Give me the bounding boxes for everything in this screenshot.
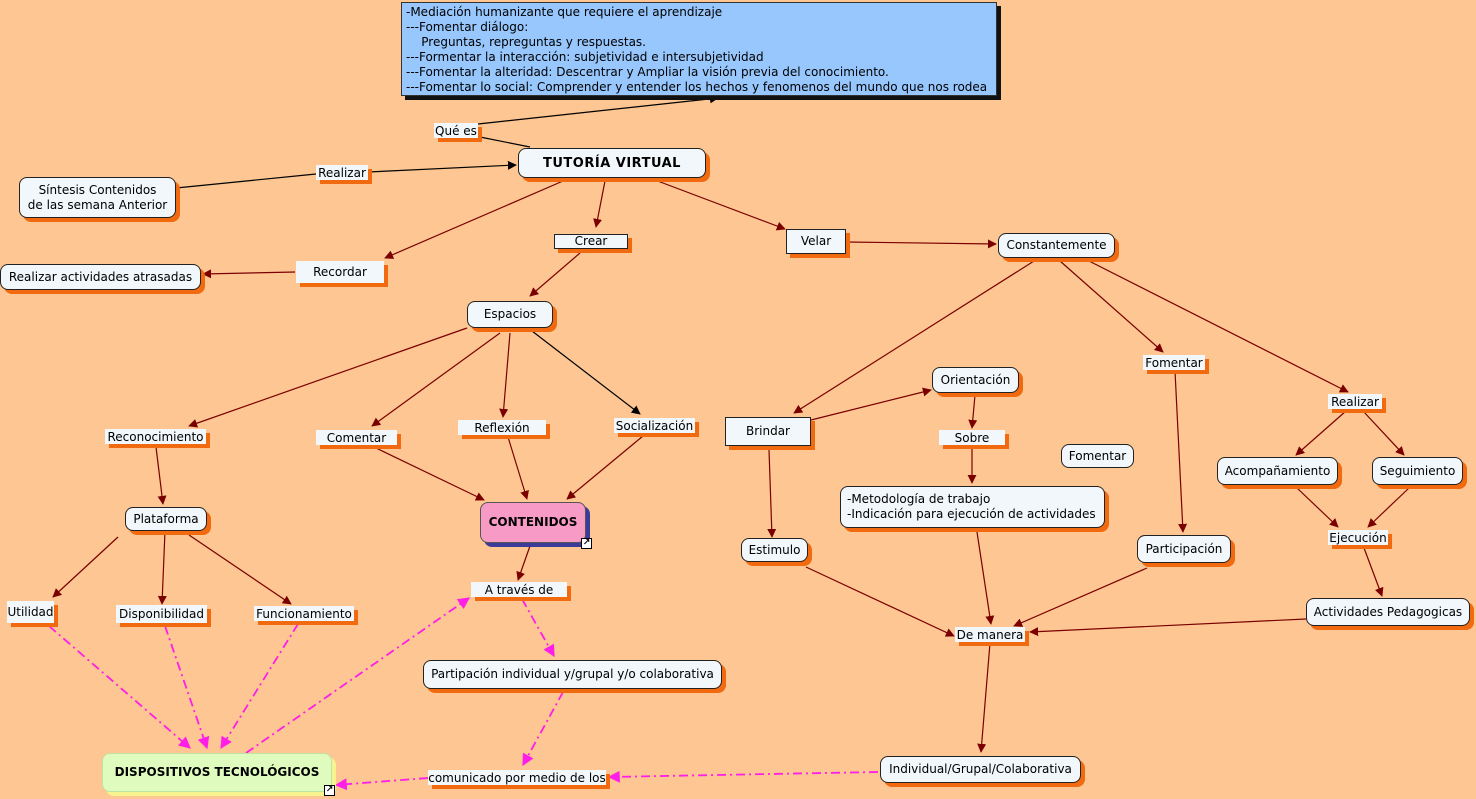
edge-espacios-comentar (371, 332, 501, 427)
edge-tutoria-recordar (384, 180, 564, 259)
edge-comentar-contenidos (375, 447, 485, 501)
node-realizar-actividades-atrasadas[interactable]: Realizar actividades atrasadas (0, 264, 201, 290)
label-fomentar[interactable]: Fomentar (1143, 355, 1205, 370)
edge-individual-comunicado (607, 770, 879, 783)
node-seguimiento[interactable]: Seguimiento (1372, 457, 1463, 485)
edge-espacios-socializacion (531, 330, 641, 415)
link-dispositivos-icon[interactable]: ↗ (324, 785, 335, 796)
label-socializacion[interactable]: Socialización (614, 418, 695, 433)
node-tutoria-virtual[interactable]: TUTORÍA VIRTUAL (518, 148, 706, 178)
edge-realizar-seguimiento (1362, 410, 1405, 456)
label-ejecucion[interactable]: Ejecución (1328, 530, 1388, 545)
edge-participacion-demanera (1013, 567, 1148, 627)
label-realizar-top[interactable]: Realizar (316, 165, 368, 180)
node-participacion[interactable]: Participación (1137, 535, 1231, 563)
node-metodologia-indicacion[interactable]: -Metodología de trabajo -Indicación para… (840, 486, 1105, 528)
edge-plataforma-disponibilidad (157, 530, 167, 605)
edge-tutoria-velar (654, 179, 786, 231)
node-fomentar-standalone[interactable]: Fomentar (1061, 444, 1134, 468)
edge-sintesis-realizar (175, 173, 317, 189)
edge-reflexion-contenidos (507, 436, 529, 500)
node-orientacion[interactable]: Orientación (932, 367, 1019, 393)
edge-plataforma-utilidad (52, 536, 119, 598)
label-sobre[interactable]: Sobre (939, 430, 1005, 445)
edge-recordar-realizaractividades (202, 269, 296, 279)
node-velar[interactable]: Velar (786, 229, 846, 254)
node-sintesis-contenidos[interactable]: Síntesis Contenidos de las semana Anteri… (19, 177, 176, 218)
edge-comunicado-dispositivos (334, 777, 429, 791)
edge-disponibilidad-dispositivos (164, 625, 210, 750)
edge-espacios-reflexion (499, 332, 511, 418)
edge-brindar-estimulo (767, 449, 777, 538)
edge-participacion-comunicado (522, 691, 564, 767)
edge-ejecucion-actividades (1363, 547, 1384, 597)
edge-acompanamiento-ejecucion (1296, 487, 1339, 528)
edge-velar-constantemente (845, 239, 997, 249)
edge-espacios-reconocimiento (188, 327, 468, 428)
edge-orientacion-sobre (968, 394, 978, 429)
node-estimulo[interactable]: Estimulo (741, 538, 808, 562)
edge-utilidad-dispositivos (48, 625, 191, 749)
edge-tutoria-quees (479, 136, 531, 148)
label-de-manera[interactable]: De manera (955, 627, 1025, 642)
edge-metodologia-demanera (976, 531, 995, 625)
label-que-es[interactable]: Qué es (434, 123, 478, 138)
edge-actividades-demanera (1029, 618, 1307, 637)
edge-realizar-acompanamiento (1295, 410, 1347, 456)
node-crear[interactable]: Crear (554, 234, 628, 249)
edge-estimulo-demanera (805, 566, 955, 637)
node-espacios[interactable]: Espacios (467, 301, 553, 328)
edge-demanera-individual (977, 642, 991, 753)
label-utilidad[interactable]: Utilidad (7, 601, 54, 623)
label-comentar[interactable]: Comentar (316, 430, 397, 445)
edge-constantemente-fomentar (1059, 260, 1164, 353)
edge-atraves-participacion (521, 598, 555, 658)
node-actividades-pedagogicas[interactable]: Actividades Pedagogicas (1306, 598, 1470, 626)
label-reflexion[interactable]: Reflexión (458, 420, 546, 435)
edge-plataforma-funcionamiento (188, 534, 292, 605)
edge-quees-infobox (477, 94, 719, 125)
label-a-traves-de[interactable]: A través de (471, 582, 567, 597)
node-individual-grupal-colaborativa[interactable]: Individual/Grupal/Colaborativa (880, 756, 1081, 783)
node-plataforma[interactable]: Plataforma (125, 507, 207, 531)
label-reconocimiento[interactable]: Reconocimiento (105, 429, 206, 444)
label-comunicado-por-medio[interactable]: comunicado por medio de los (428, 770, 606, 785)
edge-constantemente-realizar (1088, 260, 1349, 393)
label-realizar-right[interactable]: Realizar (1328, 394, 1382, 409)
edge-brindar-orientacion (810, 387, 932, 421)
node-brindar[interactable]: Brindar (725, 417, 811, 446)
edge-fomentar-participacion (1174, 370, 1188, 533)
edge-crear-espacios (529, 252, 581, 297)
edge-funcionamiento-dispositivos (220, 623, 299, 750)
edge-socializacion-contenidos (566, 435, 644, 500)
edge-realizar-tutoria (367, 160, 517, 173)
edge-contenidos-atraves (516, 545, 531, 581)
edge-reconocimiento-plataforma (155, 446, 167, 505)
link-contenidos-icon[interactable]: ↗ (581, 538, 592, 549)
node-acompanamiento[interactable]: Acompañamiento (1217, 457, 1338, 485)
node-contenidos[interactable]: CONTENIDOS (480, 502, 586, 543)
node-dispositivos-tecnologicos[interactable]: DISPOSITIVOS TECNOLÓGICOS (102, 753, 332, 792)
edge-seguimiento-ejecucion (1367, 487, 1410, 528)
label-disponibilidad[interactable]: Disponibilidad (116, 605, 207, 623)
edge-tutoria-crear (593, 180, 606, 228)
node-constantemente[interactable]: Constantemente (998, 233, 1115, 258)
label-recordar[interactable]: Recordar (296, 261, 384, 283)
node-participacion-individual-grupal[interactable]: Partipación individual y/grupal y/o cola… (423, 660, 722, 689)
label-funcionamiento[interactable]: Funcionamiento (254, 606, 354, 621)
tutoria-definition-box[interactable]: -Mediación humanizante que requiere el a… (401, 2, 997, 96)
